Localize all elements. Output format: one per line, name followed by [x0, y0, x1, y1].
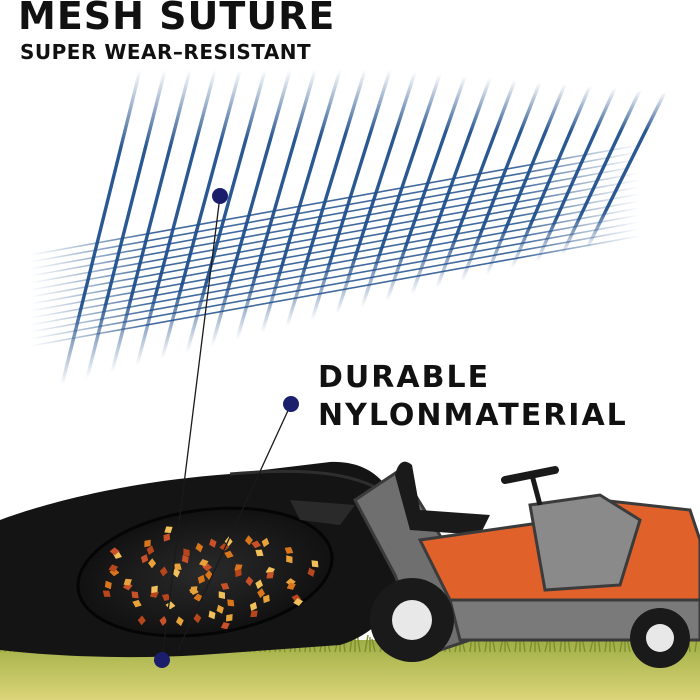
- mesh-fabric-icon: [29, 68, 667, 387]
- headline-subtitle: SUPER WEAR–RESISTANT: [20, 40, 312, 64]
- bag-marker-dot: [154, 652, 170, 668]
- callout-markers: [154, 188, 299, 668]
- nylon-marker-dot: [283, 396, 299, 412]
- callout-label-line2: NYLONMATERIAL: [318, 398, 628, 433]
- leaf-bag-icon: [0, 461, 406, 658]
- mesh-marker-dot: [212, 188, 228, 204]
- callout-label-line1: DURABLE: [318, 360, 491, 395]
- headline-title: MESH SUTURE: [18, 0, 336, 38]
- riding-mower-icon: [353, 461, 700, 668]
